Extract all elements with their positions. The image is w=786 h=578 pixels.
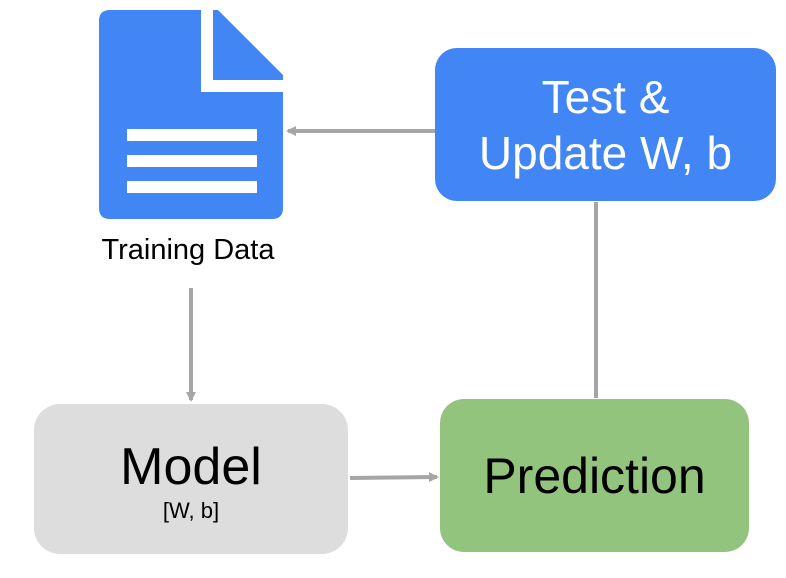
model-title: Model (120, 438, 262, 496)
model-params: [W, b] (162, 498, 220, 523)
training-data-label: Training Data (101, 234, 275, 266)
document-line-1 (127, 129, 257, 141)
test-update-line-1: Test & (541, 70, 670, 123)
document-icon (99, 10, 283, 219)
document-line-3 (127, 181, 257, 193)
prediction-node: Prediction (440, 399, 749, 552)
arrow-model-to-prediction (349, 472, 439, 483)
test-update-line-2: Update W, b (478, 126, 733, 179)
model-node: Model [W, b] (34, 404, 348, 554)
document-line-2 (127, 155, 257, 167)
test-update-node: Test & Update W, b (435, 48, 776, 201)
